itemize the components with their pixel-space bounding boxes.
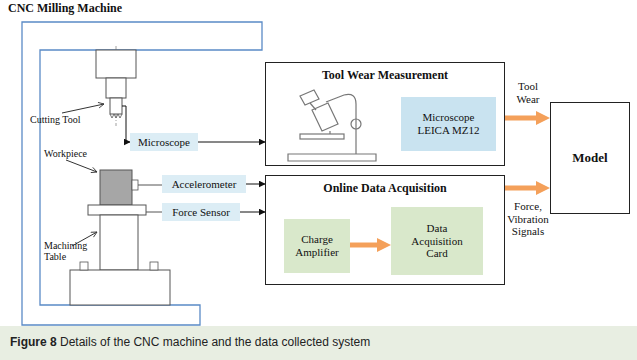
signal-arrow [246,184,265,185]
part-label: Machining Table [44,240,92,262]
tool-holder [106,78,126,98]
microscope-eyepiece [300,90,319,105]
table-column [100,215,138,270]
signal-arrow [240,212,265,213]
machine-frame [22,22,262,325]
microscope-objective [329,131,330,134]
sensor-wire [146,212,162,213]
part-label: Workpiece [44,148,100,159]
tool-to-microscope-line [122,106,130,142]
bolt [80,262,88,270]
data-flow-arrow [350,243,381,248]
device-box: Data Acquisition Card [391,207,483,275]
signal-arrow [198,142,265,143]
sensor-box: Microscope [130,133,198,151]
machining-table [88,205,146,215]
table-base [70,270,170,305]
sensor-box: Force Sensor [162,203,240,221]
cutting-tool [110,98,122,114]
caption-band [0,326,637,360]
node-text: Data Acquisition Card [405,222,469,260]
microscope-tube [312,103,338,131]
caption-number: Figure 8 [10,335,57,349]
accelerometer-symbol [132,180,138,190]
sensor-box: Accelerometer [162,175,246,193]
microscope-stage [300,134,344,139]
tool-teeth [110,114,122,118]
microscope-neck [310,103,316,110]
node-text: Force Sensor [172,206,230,219]
caption-text: Details of the CNC machine and the data … [57,335,371,349]
edge-label: Tool Wear [510,80,546,105]
machine-frame-node: CNC Milling MachineMicroscopeAcceleromet… [8,2,262,322]
node-text: Charge Amplifier [294,233,340,258]
device-box: Microscope LEICA MZ12 [401,97,496,151]
device-box: Charge Amplifier [284,219,350,273]
bolt [150,262,158,270]
sensor-wire [138,185,162,186]
microscope-base [288,154,376,161]
data-flow-arrow [505,116,540,121]
process-panel: Online Data AcquisitionCharge Amplifier D… [265,175,505,285]
edge-label: Force, Vibration Signals [505,200,551,238]
node-text: Model [572,151,607,166]
data-flow-arrow [505,186,540,191]
pointer-line [62,104,104,113]
microscope-knob [351,119,361,129]
workpiece [100,170,132,205]
node-text: Tool Wear Measurement [322,69,448,83]
node-text: Online Data Acquisition [323,182,446,196]
pointer-line [66,160,97,172]
spindle-head [96,50,136,78]
figure-caption: Figure 8 Details of the CNC machine and … [10,335,370,349]
part-label: Cutting Tool [30,114,90,125]
microscope-illustration [288,90,376,161]
node-text: CNC Milling Machine [8,2,122,16]
model-box: Model [550,102,630,214]
node-text: Microscope LEICA MZ12 [409,111,488,136]
node-text: Accelerometer [172,178,237,191]
node-text: Microscope [138,136,190,149]
process-panel: Tool Wear MeasurementMicroscope LEICA MZ… [265,62,505,166]
